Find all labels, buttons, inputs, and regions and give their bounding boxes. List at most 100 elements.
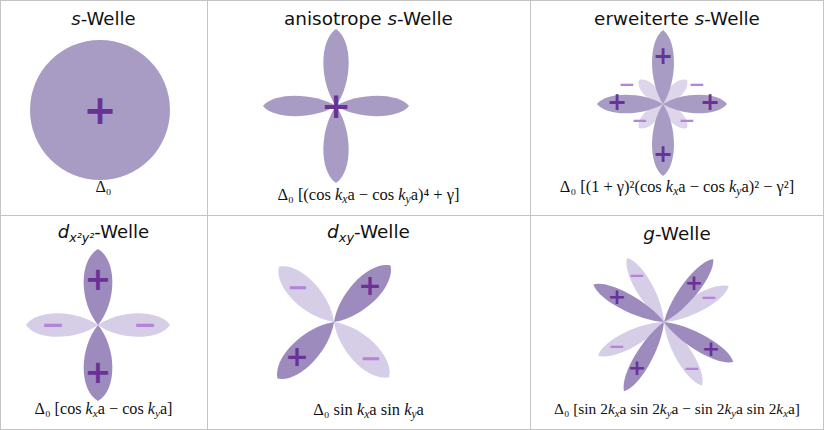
wave-panel: erweiterte s-WelleΔ₀ [(1 + γ)²(cos kxa −…	[530, 0, 824, 215]
s-wave-disc	[30, 40, 170, 180]
text-run: k	[398, 185, 405, 204]
text-run: a]	[160, 400, 173, 417]
orbital-lobe	[324, 256, 400, 332]
orbital-lobe	[268, 312, 344, 388]
sign-label: −	[684, 358, 701, 378]
sign-label: +	[700, 90, 720, 114]
subscript: x	[615, 408, 620, 420]
text-run: k	[404, 400, 411, 419]
text-run: -Welle	[397, 8, 453, 29]
sign-label: −	[632, 110, 649, 130]
text-run: Δ₀ [sin 2	[554, 400, 608, 417]
sign-label: −	[701, 287, 718, 307]
text-run: k	[86, 400, 93, 417]
sign-label: +	[702, 338, 720, 360]
sign-label: −	[41, 311, 64, 339]
anisotropic-s-shape	[263, 29, 409, 183]
text-run: k	[357, 400, 364, 419]
text-run: a sin 2	[736, 400, 776, 417]
wave-panel: g-WelleΔ₀ [sin 2kxa sin 2kya − sin 2kya …	[530, 215, 824, 430]
sign-label: −	[360, 345, 382, 371]
sign-label: +	[83, 90, 117, 130]
text-run: Δ₀ [cos	[35, 400, 86, 417]
gap-formula: Δ₀	[0, 178, 207, 196]
sign-label: +	[653, 44, 673, 68]
sign-label: +	[85, 356, 112, 388]
text-run: s	[387, 8, 397, 29]
orbital-lobe	[269, 257, 343, 331]
orbital-lobe	[657, 254, 720, 327]
sign-label: +	[653, 142, 673, 166]
text-run: d	[327, 221, 339, 242]
g-wave-shape	[589, 254, 737, 396]
gap-formula: Δ₀ [cos kxa − cos kya]	[0, 400, 207, 419]
text-run: -Welle	[655, 223, 711, 244]
text-run: a − sin 2	[672, 400, 725, 417]
wave-panel: dxy-WelleΔ₀ sin kxa sin kya	[207, 215, 530, 430]
panel-title: g-Welle	[530, 223, 824, 244]
panel-title: anisotrope s-Welle	[207, 8, 530, 29]
subscript: y	[406, 193, 411, 205]
sign-label: −	[609, 336, 626, 356]
sign-label: +	[285, 343, 308, 371]
text-run: Δ₀ [(1 + γ)²(cos	[560, 177, 666, 196]
wave-panel: anisotrope s-WelleΔ₀ [(cos kxa − cos kya…	[207, 0, 530, 215]
subscript: xy	[339, 230, 354, 245]
dx2y2-shape	[26, 249, 170, 401]
panel-title: dx²y²-Welle	[0, 221, 207, 245]
subscript: x	[783, 408, 788, 420]
text-run: -Welle	[94, 221, 149, 242]
sign-label: +	[685, 272, 703, 294]
subscript: x	[342, 193, 347, 205]
orbital-lobe	[84, 249, 113, 325]
sign-label: +	[321, 88, 351, 124]
subscript: y	[736, 185, 741, 197]
text-run: a)² − γ²]	[741, 177, 794, 196]
text-run: a − cos	[347, 185, 398, 204]
orbital-lobe	[597, 95, 663, 114]
sign-label: −	[287, 274, 309, 300]
orbital-lobe	[617, 318, 672, 396]
gap-formula: Δ₀ sin kxa sin kya	[207, 400, 530, 420]
sign-label: −	[133, 311, 156, 339]
text-run: a − cos	[678, 177, 729, 196]
orbital-lobe	[324, 312, 398, 386]
text-run: a − cos	[98, 400, 148, 417]
gap-formula: Δ₀ [(cos kxa − cos kya)⁴ + γ]	[207, 185, 530, 205]
extended-s-shape	[597, 30, 727, 176]
panel-title: s-Welle	[0, 8, 207, 29]
sign-label: +	[628, 357, 646, 379]
text-run: d	[58, 221, 69, 242]
text-run: a)⁴ + γ]	[411, 185, 460, 204]
text-run: a sin	[369, 400, 404, 419]
text-run: a sin 2	[620, 400, 660, 417]
gap-formula: Δ₀ [sin 2kxa sin 2kya − sin 2kya sin 2kx…	[530, 400, 824, 419]
grid-line	[0, 215, 824, 216]
text-run: Δ₀	[95, 178, 111, 195]
sign-label: +	[358, 272, 381, 300]
text-run: Δ₀ [(cos	[277, 185, 335, 204]
subscript: x	[673, 185, 678, 197]
text-run: k	[724, 400, 731, 417]
wave-panel: dx²y²-WelleΔ₀ [cos kxa − cos kya]	[0, 215, 207, 430]
text-run: k	[660, 400, 667, 417]
subscript: y	[155, 408, 160, 420]
text-run: anisotrope	[284, 8, 387, 29]
subscript: x²y²	[69, 230, 94, 245]
text-run: s	[71, 8, 80, 29]
text-run: Δ₀ sin	[313, 400, 357, 419]
sign-label: −	[679, 110, 696, 130]
text-run: a]	[788, 400, 800, 417]
sign-label: +	[608, 286, 626, 308]
text-run: g	[643, 223, 655, 244]
subscript: y	[731, 408, 736, 420]
orbital-lobe	[652, 30, 674, 104]
text-run: k	[776, 400, 783, 417]
subscript: x	[93, 408, 98, 420]
text-run: -Welle	[81, 8, 136, 29]
text-run: k	[666, 177, 673, 196]
